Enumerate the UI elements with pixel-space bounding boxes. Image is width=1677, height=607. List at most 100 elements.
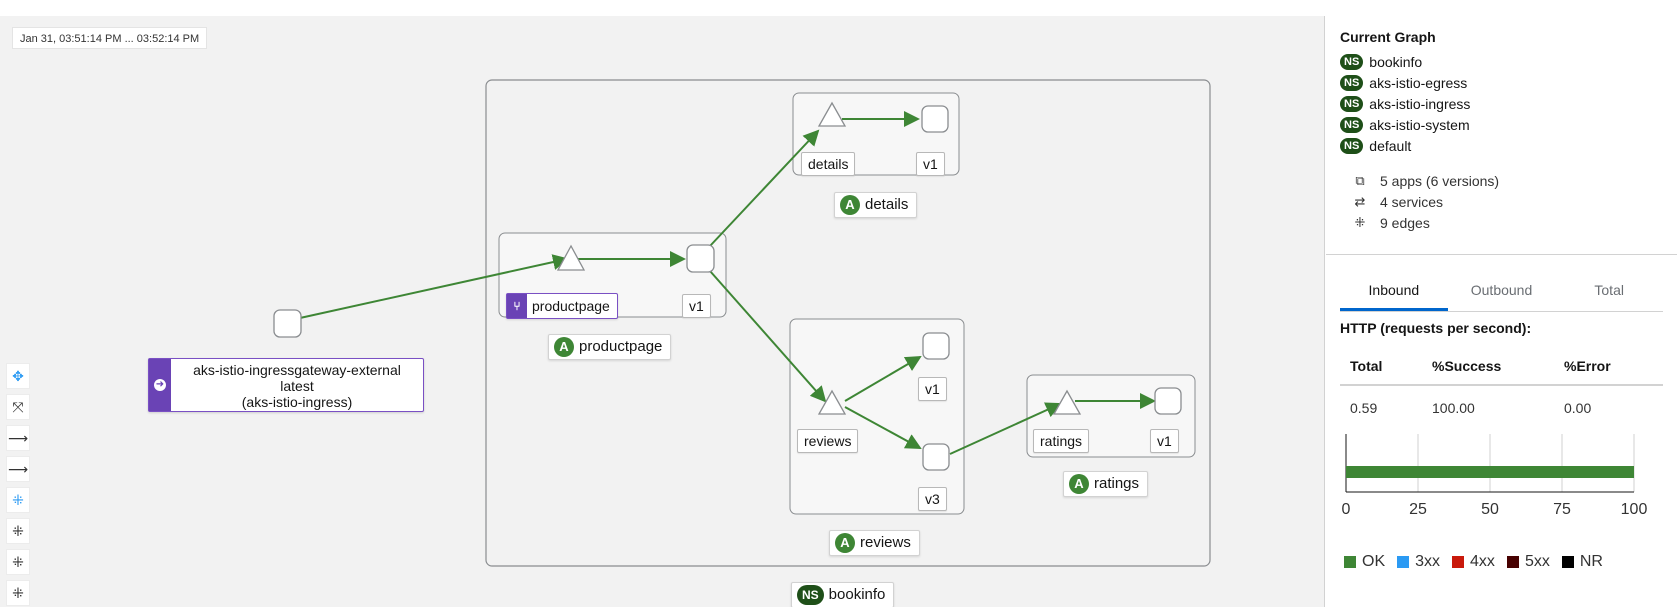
layout-arrow-icon[interactable]: ⟶ — [6, 456, 30, 482]
gateway-version: latest — [280, 378, 314, 394]
header-total: Total — [1350, 358, 1383, 374]
edge-gateway-productpage[interactable] — [299, 254, 569, 319]
gateway-strip: ➜ — [149, 359, 171, 411]
x-tick-label: 100 — [1621, 501, 1648, 518]
tab-inbound[interactable]: Inbound — [1340, 272, 1448, 311]
traffic-tabs: Inbound Outbound Total — [1340, 272, 1663, 312]
productpage-service-node[interactable] — [556, 244, 586, 271]
reviews-v1-node[interactable] — [922, 332, 950, 360]
layout-2-icon[interactable]: ⁜ — [6, 549, 30, 575]
productpage-app-name: productpage — [579, 338, 663, 355]
layout-arrow-icon[interactable]: ⟶ — [6, 425, 30, 451]
legend-label: 3xx — [1415, 553, 1441, 570]
productpage-app-label[interactable]: A productpage — [548, 334, 672, 360]
namespace-name: aks-istio-system — [1369, 116, 1470, 133]
reviews-v3-label[interactable]: v3 — [918, 487, 947, 511]
app-badge: A — [1069, 474, 1089, 494]
ingress-gateway-icon: ➜ — [154, 379, 166, 391]
tab-total[interactable]: Total — [1594, 282, 1624, 298]
details-service-label[interactable]: details — [801, 152, 856, 176]
move-icon[interactable]: ✥ — [6, 363, 30, 389]
ratings-service-label[interactable]: ratings — [1033, 429, 1090, 453]
productpage-service-name: productpage — [532, 298, 610, 314]
legend-swatch — [1561, 556, 1574, 568]
reviews-app-name: reviews — [860, 534, 911, 551]
services-icon: ⇄ — [1354, 193, 1366, 209]
apps-icon: ⧉ — [1355, 172, 1365, 188]
app-badge: A — [554, 337, 574, 357]
value-total: 0.59 — [1350, 400, 1378, 416]
ratings-app-name: ratings — [1094, 475, 1140, 492]
legend-item: 3xx — [1397, 553, 1440, 571]
details-service-node[interactable] — [817, 101, 847, 127]
stat-edges-text: 9 edges — [1380, 214, 1430, 231]
x-tick-label: 25 — [1409, 501, 1427, 518]
legend-swatch — [1344, 556, 1356, 568]
http-title: HTTP (requests per second): — [1340, 320, 1532, 336]
edge-reviews-v3-ratings[interactable] — [949, 402, 1062, 455]
tab-outbound[interactable]: Outbound — [1470, 282, 1533, 298]
legend-label: 5xx — [1524, 553, 1550, 570]
reviews-service-label[interactable]: reviews — [797, 429, 859, 453]
topology-graph — [273, 79, 1211, 567]
edge-reviews-svc-v1[interactable] — [844, 355, 922, 402]
ratings-app-label[interactable]: A ratings — [1063, 471, 1149, 497]
details-v1-node[interactable] — [921, 105, 949, 133]
graph-toolbar: ✥ ⤧ ⟶ ⟶ ⁜ ⁜ ⁜ ⁜ — [6, 363, 30, 607]
stat-apps-text: 5 apps (6 versions) — [1380, 172, 1500, 189]
layout-1-icon[interactable]: ⁜ — [6, 518, 30, 544]
productpage-v1-label[interactable]: v1 — [682, 294, 711, 318]
bar-ok[interactable] — [1346, 466, 1634, 478]
legend-label: OK — [1362, 553, 1386, 570]
namespace-name: bookinfo — [1369, 53, 1423, 70]
layout-3-icon[interactable]: ⁜ — [6, 580, 30, 606]
ns-badge: NS — [1340, 116, 1364, 133]
virtual-service-icon: ⑂ — [507, 294, 527, 318]
edge-productpage-v1-details[interactable] — [709, 129, 820, 247]
ratings-v1-label[interactable]: v1 — [1150, 429, 1179, 453]
value-success: 100.00 — [1432, 400, 1475, 416]
stat-services-text: 4 services — [1380, 193, 1444, 210]
details-v1-label[interactable]: v1 — [916, 152, 945, 176]
ratings-service-node[interactable] — [1052, 389, 1082, 415]
namespace-item[interactable]: NS aks-istio-system — [1340, 114, 1663, 135]
productpage-service-label[interactable]: ⑂ productpage — [506, 293, 618, 319]
app-badge: A — [840, 195, 860, 215]
edges-icon: ⁜ — [1354, 214, 1366, 230]
productpage-v1-node[interactable] — [686, 244, 715, 273]
graph-canvas[interactable]: Jan 31, 03:51:14 PM ... 03:52:14 PM ➜ ak… — [0, 16, 1325, 607]
reviews-v1-label[interactable]: v1 — [918, 377, 947, 401]
namespace-name: aks-istio-ingress — [1369, 95, 1471, 112]
value-error: 0.00 — [1564, 400, 1592, 416]
legend-item: OK — [1344, 553, 1385, 571]
legend-swatch — [1506, 556, 1519, 568]
fit-to-screen-icon[interactable]: ⤧ — [6, 394, 30, 420]
details-app-label[interactable]: A details — [834, 192, 918, 218]
x-tick-label: 50 — [1481, 501, 1499, 518]
layout-default-icon[interactable]: ⁜ — [6, 487, 30, 513]
gateway-node[interactable] — [273, 309, 302, 338]
edge-reviews-svc-v3[interactable] — [844, 406, 922, 449]
ns-badge: NS — [797, 585, 824, 605]
edge-productpage-v1-reviews[interactable] — [709, 270, 827, 403]
reviews-service-node[interactable] — [817, 389, 847, 415]
edges — [299, 111, 1156, 455]
graph-stats: ⧉ 5 apps (6 versions) ⇄ 4 services ⁜ 9 edge… — [1340, 170, 1663, 233]
stat-edges: ⁜ 9 edges — [1352, 212, 1663, 233]
panel-title: Current Graph — [1340, 29, 1436, 45]
namespace-box-label[interactable]: NS bookinfo — [791, 582, 895, 607]
reviews-app-label[interactable]: A reviews — [829, 530, 920, 556]
reviews-v3-node[interactable] — [922, 443, 950, 471]
header-success: %Success — [1432, 358, 1502, 374]
ns-badge: NS — [1340, 74, 1364, 91]
legend-swatch — [1452, 556, 1465, 568]
gateway-node-label[interactable]: ➜ aks-istio-ingressgateway-external late… — [148, 358, 424, 412]
ratings-v1-node[interactable] — [1154, 387, 1182, 415]
